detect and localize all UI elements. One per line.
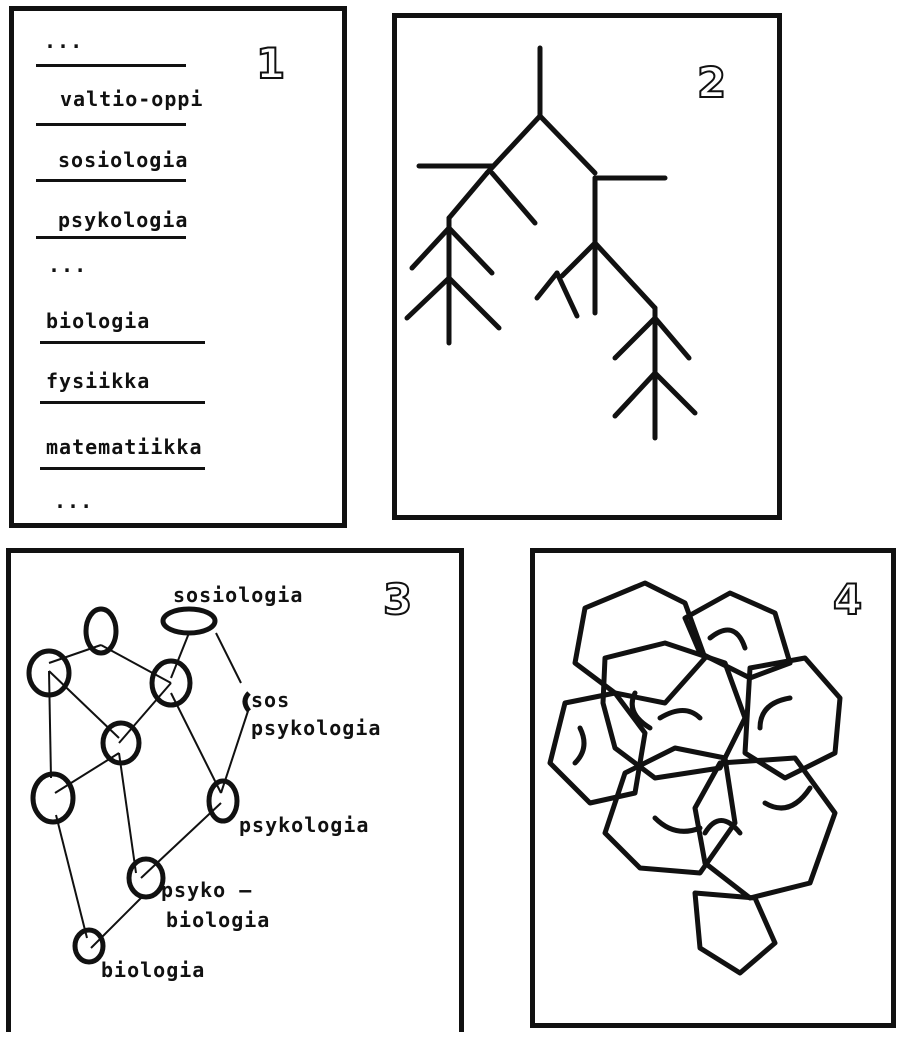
node-label-sosiologia: sosiologia bbox=[173, 583, 303, 607]
network-edge bbox=[49, 671, 51, 778]
tree-branch bbox=[540, 116, 595, 173]
divider bbox=[40, 401, 205, 404]
network-node bbox=[75, 930, 103, 962]
panel-4-clusters: 4 bbox=[530, 548, 896, 1028]
network-node bbox=[245, 693, 249, 711]
panel-2-tree: 2 bbox=[392, 13, 782, 520]
divider bbox=[40, 467, 205, 470]
cluster-detail bbox=[710, 630, 745, 648]
network-node bbox=[86, 609, 116, 653]
cluster-detail bbox=[655, 818, 700, 831]
list-item-ellipsis-bottom: ... bbox=[54, 489, 93, 513]
cluster-detail bbox=[575, 728, 584, 763]
panel-number: 1 bbox=[256, 39, 285, 88]
node-label-psyko: psyko — bbox=[161, 878, 252, 902]
node-label-sos-psykologia: psykologia bbox=[251, 716, 381, 740]
tree-branch bbox=[655, 318, 689, 358]
panel-1-list: 1 ... valtio-oppi sosiologia psykologia … bbox=[9, 6, 347, 528]
tree-branch bbox=[449, 173, 487, 218]
network-edge bbox=[56, 815, 87, 938]
node-label-sos: sos bbox=[251, 688, 290, 712]
network-node bbox=[103, 723, 139, 763]
tree-branch bbox=[595, 243, 655, 308]
network-node bbox=[33, 774, 73, 822]
divider bbox=[36, 64, 186, 67]
network-edge bbox=[91, 898, 141, 948]
list-item-biologia: biologia bbox=[46, 309, 150, 333]
network-node bbox=[129, 859, 163, 897]
node-label-psykologia: psykologia bbox=[239, 813, 369, 837]
tree-branch bbox=[562, 243, 595, 276]
list-item-psykologia: psykologia bbox=[58, 208, 188, 232]
tree-branch bbox=[412, 228, 449, 268]
tree-branch bbox=[615, 318, 655, 358]
list-item-matematiikka: matematiikka bbox=[46, 435, 203, 459]
cluster-detail bbox=[760, 698, 790, 728]
network-diagram bbox=[11, 553, 459, 1037]
network-edge bbox=[216, 633, 241, 683]
list-item-fysiikka: fysiikka bbox=[46, 369, 150, 393]
cluster-detail bbox=[660, 711, 700, 719]
network-edge bbox=[119, 683, 171, 743]
tree-branch bbox=[407, 278, 449, 318]
tree-branch bbox=[492, 173, 535, 223]
panel-3-network: 3 so bbox=[6, 548, 464, 1032]
network-node bbox=[163, 609, 215, 633]
tree-branch bbox=[449, 228, 492, 273]
cluster-shape bbox=[575, 583, 705, 703]
cluster-diagram bbox=[535, 553, 891, 1023]
node-label-psyko-biologia: biologia bbox=[166, 908, 270, 932]
list-item-sosiologia: sosiologia bbox=[58, 148, 188, 172]
network-edge bbox=[141, 803, 221, 878]
network-edge bbox=[171, 693, 221, 793]
network-edge bbox=[119, 753, 136, 873]
tree-branch bbox=[557, 273, 577, 316]
tree-branch bbox=[449, 278, 499, 328]
tree-branch bbox=[537, 273, 557, 298]
divider bbox=[40, 341, 205, 344]
node-label-biologia: biologia bbox=[101, 958, 205, 982]
divider bbox=[36, 123, 186, 126]
cluster-detail bbox=[765, 788, 810, 808]
tree-branch bbox=[615, 373, 655, 416]
tree-branch bbox=[655, 373, 695, 413]
divider bbox=[36, 179, 186, 182]
list-item-ellipsis-middle: ... bbox=[48, 253, 87, 277]
cluster-shape bbox=[695, 893, 775, 973]
cluster-shape bbox=[695, 758, 835, 898]
tree-branch bbox=[487, 116, 540, 173]
divider bbox=[36, 236, 186, 239]
tree-diagram bbox=[397, 18, 777, 515]
list-item-valtio-oppi: valtio-oppi bbox=[60, 87, 203, 111]
list-item-ellipsis-top: ... bbox=[44, 29, 83, 53]
